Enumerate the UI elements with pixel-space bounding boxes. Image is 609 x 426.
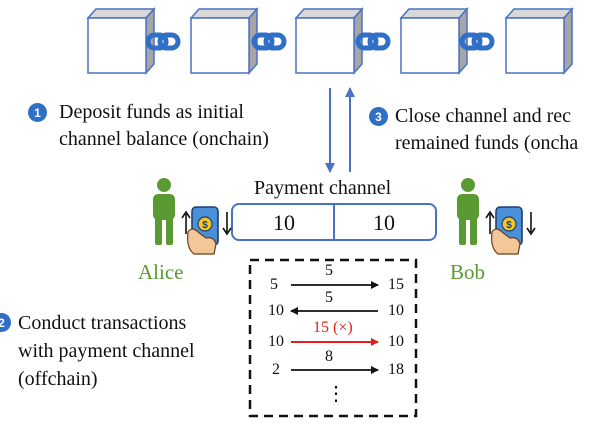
blockchain — [86, 7, 574, 75]
tx-3-before: 10 — [268, 333, 284, 350]
step-3-line-2: remained funds (oncha — [395, 132, 579, 154]
block-5-icon — [504, 7, 574, 75]
tx-3-amount: 15 (×) — [313, 319, 353, 336]
block-3-icon — [294, 7, 364, 75]
alice-label: Alice — [138, 260, 184, 284]
bob-balance: 10 — [373, 210, 395, 235]
tx-2-after: 10 — [388, 302, 404, 319]
tx-1-amount: 5 — [325, 262, 333, 279]
bob-person-icon — [457, 178, 479, 245]
step-2-badge: 2 — [0, 313, 11, 332]
chain-link-3-icon — [355, 32, 391, 51]
block-2-icon — [189, 7, 259, 75]
chain-link-2-icon — [251, 32, 287, 51]
bob-phone-hand-icon: $ — [485, 206, 536, 255]
svg-text:$: $ — [506, 220, 512, 231]
tx-3-after: 10 — [388, 333, 404, 350]
tx-2-before: 10 — [268, 302, 284, 319]
offchain-transactions-box — [248, 258, 418, 418]
step-3-line-1: Close channel and rec — [395, 105, 572, 127]
alice-person-icon — [153, 178, 175, 245]
block-4-icon — [399, 7, 469, 75]
chain-link-4-icon — [459, 32, 495, 51]
step-2-line-2: with payment channel — [18, 340, 195, 362]
tx-2-amount: 5 — [325, 289, 333, 306]
alice-phone-hand-icon: $ — [181, 206, 232, 255]
more-transactions-indicator: ⋮ — [326, 383, 346, 405]
step-2-line-1: Conduct transactions — [18, 312, 187, 334]
step-1-badge: 1 — [28, 103, 47, 122]
step-3-badge: 3 — [369, 107, 388, 126]
step-1-line-2: channel balance (onchain) — [59, 128, 269, 150]
tx-1-after: 15 — [388, 276, 404, 293]
svg-text:$: $ — [202, 220, 208, 231]
tx-4-before: 2 — [272, 361, 280, 378]
step-1-line-1: Deposit funds as initial — [59, 101, 244, 123]
block-1-icon — [86, 7, 156, 75]
chain-link-1-icon — [145, 32, 181, 51]
alice-balance: 10 — [273, 210, 295, 235]
payment-channel-title: Payment channel — [254, 177, 392, 199]
tx-1-before: 5 — [270, 276, 278, 293]
tx-4-amount: 8 — [325, 348, 333, 365]
tx-4-after: 18 — [388, 361, 404, 378]
step-2-line-3: (offchain) — [18, 368, 98, 390]
bob-label: Bob — [450, 260, 486, 284]
